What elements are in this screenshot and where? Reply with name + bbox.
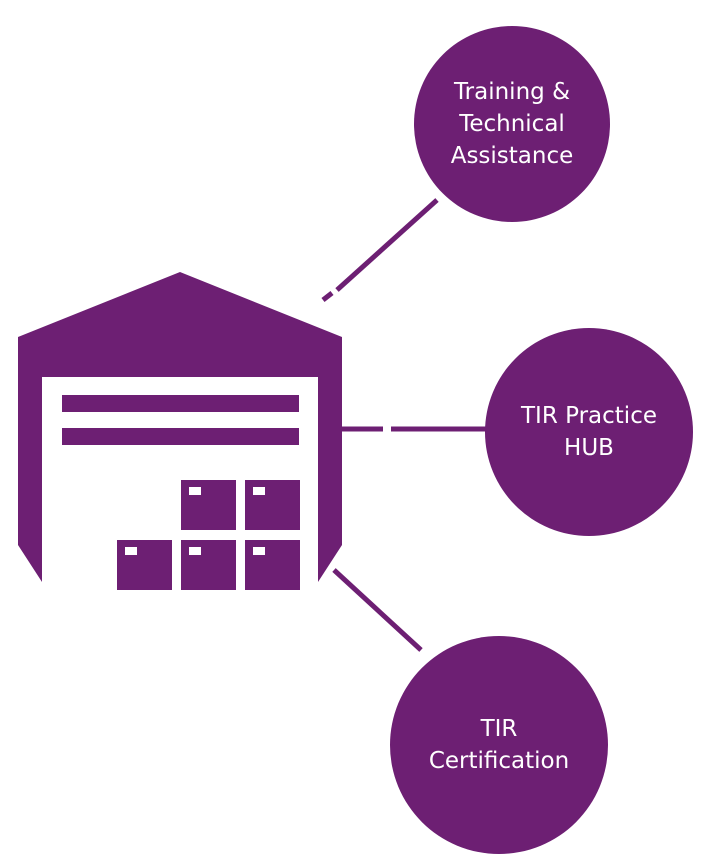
connector-training-tail (321, 291, 334, 302)
door-slat-top (62, 395, 299, 412)
connector-training (335, 198, 439, 292)
box-label (253, 487, 265, 495)
node-training: Training & Technical Assistance (414, 26, 610, 222)
box-label (189, 547, 201, 555)
door-slat-bottom (62, 428, 299, 445)
node-tir-certification: TIR Certification (390, 636, 608, 854)
box-labels (125, 487, 265, 555)
connectors (321, 198, 487, 652)
node-tir-practice-hub: TIR Practice HUB (485, 328, 693, 536)
node-hub-label: TIR Practice HUB (521, 403, 657, 461)
box-label (189, 487, 201, 495)
box-stack (117, 480, 300, 590)
box-label (253, 547, 265, 555)
warehouse-body (18, 272, 342, 582)
warehouse-icon (18, 272, 342, 590)
node-training-label: Training & Technical Assistance (450, 79, 574, 169)
node-certification-label: TIR Certification (428, 716, 570, 774)
box-label (125, 547, 137, 555)
connector-certification (332, 568, 423, 652)
